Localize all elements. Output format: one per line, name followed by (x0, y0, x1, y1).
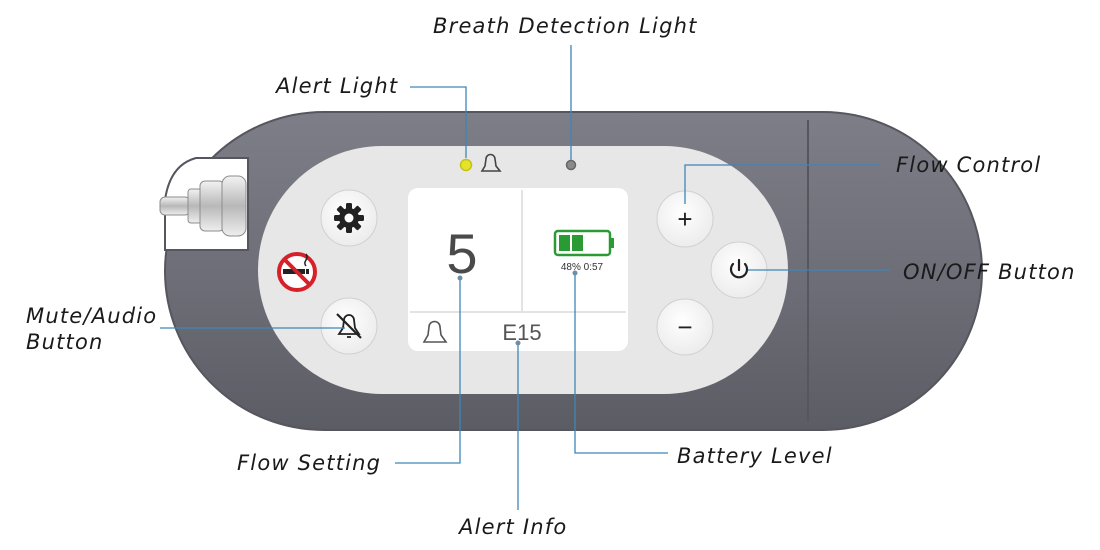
leader-alert-light (410, 86, 467, 158)
on-off-button[interactable] (710, 241, 768, 299)
no-smoking-icon (277, 252, 317, 292)
breath-detection-light (565, 159, 577, 171)
flow-increase-button[interactable]: + (656, 190, 714, 248)
label-alert-light: Alert Light (276, 74, 399, 98)
label-mute-audio-button-line2: Button (26, 330, 104, 354)
battery-icon (553, 229, 614, 257)
bell-mute-icon (336, 313, 362, 339)
label-flow-control: Flow Control (896, 153, 1042, 177)
label-mute-audio-button-line1: Mute/Audio (26, 304, 158, 328)
alert-code: E15 (502, 320, 541, 345)
settings-button[interactable] (320, 189, 378, 247)
leader-lines (160, 45, 890, 510)
leader-flow-control (684, 164, 880, 204)
label-flow-setting: Flow Setting (237, 451, 382, 475)
battery-readout: 48% 0:57 (561, 262, 604, 273)
alert-light-bell-icon (480, 153, 502, 172)
label-alert-info: Alert Info (459, 515, 568, 539)
flow-decrease-button[interactable]: − (656, 298, 714, 356)
battery-bar (559, 235, 570, 251)
label-breath-detection-light: Breath Detection Light (433, 14, 698, 38)
minus-icon: − (677, 312, 692, 342)
lcd-display: 5 48% 0:57 E15 (408, 188, 628, 351)
gear-icon (334, 203, 364, 233)
leader-battery-level (574, 273, 668, 454)
power-icon (729, 258, 749, 279)
oxygen-outlet-connector (159, 175, 247, 237)
flow-setting-value: 5 (446, 222, 477, 285)
alert-bell-icon (422, 320, 448, 343)
mute-audio-button[interactable] (320, 297, 378, 355)
alert-light (459, 158, 473, 172)
leader-flow-setting (395, 278, 461, 464)
label-battery-level: Battery Level (677, 444, 833, 468)
plus-icon: + (677, 204, 692, 234)
label-on-off-button: ON/OFF Button (903, 260, 1076, 284)
leader-endpoints (457, 270, 578, 346)
battery-bar (572, 235, 583, 251)
